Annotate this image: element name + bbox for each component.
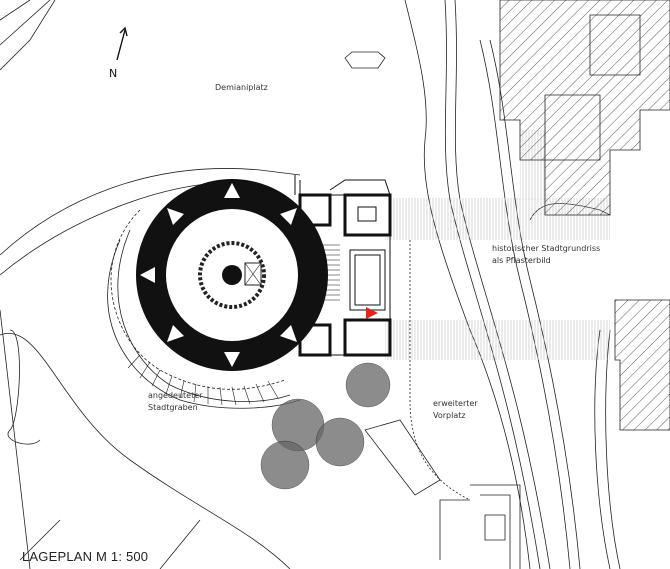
road-lines	[0, 0, 56, 71]
entrance-marker-icon	[366, 307, 378, 319]
label-forecourt-line1: erweiterter	[433, 399, 478, 408]
label-moat-line2: Stadtgraben	[148, 403, 198, 412]
existing-building-north	[499, 0, 670, 216]
paving-band-lower	[385, 320, 610, 360]
hexagon-feature	[344, 51, 386, 69]
plan-title: LAGEPLAN M 1: 500	[22, 549, 149, 564]
existing-building-east	[614, 299, 670, 431]
moat-hatching	[127, 354, 279, 406]
rotunda-building	[136, 179, 328, 371]
label-historic-line2: als Pflasterbild	[492, 256, 551, 265]
tree-icon	[315, 417, 365, 467]
road-curve-outer	[0, 168, 301, 256]
north-arrow-icon	[116, 26, 128, 61]
trees	[260, 362, 391, 490]
label-historic-line1: historischer Stadtgrundriss	[492, 244, 601, 253]
label-moat-line1: angedeuteter	[148, 391, 203, 400]
entrance-wing	[294, 175, 392, 357]
north-label: N	[109, 67, 118, 80]
label-demianiplatz: Demianiplatz	[215, 83, 268, 92]
label-forecourt-line2: Vorplatz	[433, 411, 466, 420]
tree-icon	[260, 440, 310, 490]
tree-icon	[345, 362, 391, 408]
